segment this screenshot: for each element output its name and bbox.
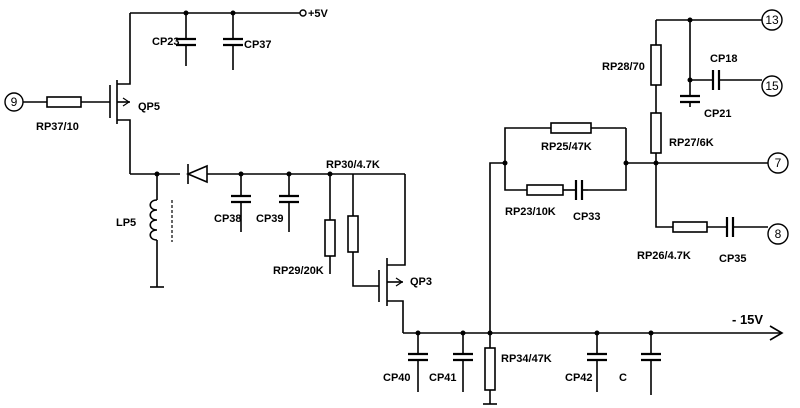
rp34-label: RP34/47K [501,353,552,365]
cp38-label: CP38 [214,213,242,225]
resistor-rp27: RP27/6K [650,112,714,163]
rp30-label: RP30/4.7K [326,159,380,171]
capacitor-cp21: CP21 [680,20,732,120]
cp21-label: CP21 [704,108,732,120]
cp23-label: CP23 [152,36,180,48]
svg-text:15: 15 [765,79,779,93]
capacitor-cp38: CP38 [214,171,251,232]
cp41-label: CP41 [429,372,457,384]
terminal-13: 13 [656,9,783,31]
cp37-label: CP37 [244,39,272,51]
rp26-label: RP26/4.7K [637,250,691,262]
svg-text:13: 13 [765,13,779,27]
rp23-label: RP23/10K [505,206,556,218]
capacitor-cp18: CP18 [690,53,762,90]
capacitor-cp40: CP40 [383,330,428,392]
lp5-label: LP5 [116,217,136,229]
cp-cut-label: C [619,372,627,384]
transistor-qp3: QP3 [378,174,432,333]
cp39-label: CP39 [256,213,284,225]
plus5v-label: +5V [308,8,329,20]
rp25-label: RP25/47K [541,141,592,153]
terminal-8: 8 [767,223,789,245]
resistor-rp37: RP37/10 [36,96,110,133]
resistor-rp25: RP25/47K [541,122,626,153]
qp5-label: QP5 [138,101,160,113]
cp40-label: CP40 [383,372,411,384]
qp3-label: QP3 [410,276,432,288]
resistor-rp28: RP28/70 [602,20,662,113]
rp27-label: RP27/6K [669,137,714,149]
plus5v-rail: +5V [130,8,329,20]
terminal-7: 7 [767,152,789,174]
resistor-rp34: RP34/47K [483,330,552,405]
terminal-9: 9 [4,92,47,112]
transistor-qp5: QP5 [109,13,160,174]
resistor-rp26: RP26/4.7K [637,163,727,262]
capacitor-cp37: CP37 [223,10,272,70]
capacitor-cp33: CP33 [573,180,601,223]
capacitor-cp39: CP39 [256,171,299,232]
cp42-label: CP42 [565,372,593,384]
minus15v-rail: - 15V [403,312,784,341]
svg-text:7: 7 [775,156,782,170]
capacitor-cp35: CP35 [719,217,768,265]
resistor-rp23: RP23/10K [505,184,576,218]
capacitor-cp41: CP41 [429,330,473,392]
capacitor-cp42: CP42 [565,330,607,392]
rp37-label: RP37/10 [36,121,79,133]
terminal-15: 15 [761,75,783,97]
resistor-rp29: RP29/20K [273,174,336,277]
feedback-network [489,127,768,333]
cp35-label: CP35 [719,253,747,265]
capacitor-cp23: CP23 [152,10,196,66]
inductor-lp5: LP5 [116,171,180,288]
cp33-label: CP33 [573,211,601,223]
minus15v-label: - 15V [732,312,763,327]
resistor-rp30: RP30/4.7K [326,159,380,287]
svg-text:9: 9 [11,95,18,109]
rp28-label: RP28/70 [602,61,645,73]
capacitor-cut: C [619,330,661,395]
rp29-label: RP29/20K [273,265,324,277]
cp18-label: CP18 [710,53,738,65]
svg-text:8: 8 [775,227,782,241]
